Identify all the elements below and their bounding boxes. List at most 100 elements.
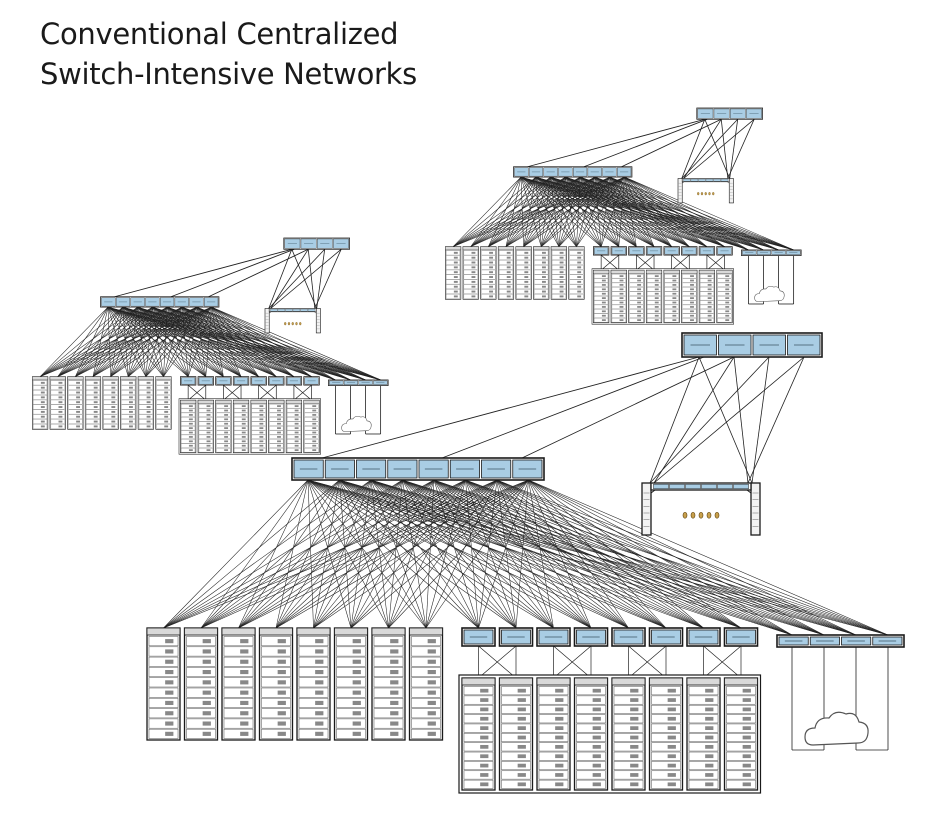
cable-line [505,176,581,247]
server-rack [180,399,197,454]
cable-line [275,479,435,629]
cable-line [523,176,566,247]
cable-line [313,479,498,629]
server-rack [232,399,250,454]
server-rack [686,677,721,791]
server-rack [268,399,285,454]
edge-switch [776,634,905,648]
server-rack [515,246,532,300]
cable-line [505,176,611,247]
cable-line [733,356,749,484]
cable-line [57,306,138,377]
cable-line [452,176,596,247]
cable-line [505,176,596,247]
cable-line [624,176,794,251]
cable-line [57,306,153,377]
cable-line [163,307,183,377]
cable-line [238,479,498,629]
cable-line [145,306,212,377]
cable-line [196,306,224,377]
cable-line [57,306,197,377]
cable-line [350,479,466,629]
top-switch [681,332,823,358]
cable-line [293,384,312,401]
cable-line [624,176,672,247]
cable-line [441,356,705,459]
server-rack [628,269,645,324]
cable-line [488,176,581,247]
cable-line [521,356,735,459]
cable-line [163,306,198,377]
cable-line [92,306,212,377]
server-rack [67,376,84,430]
cable-line [488,176,537,247]
cable-line [75,306,197,377]
tor-switch [648,627,684,647]
cable-line [75,306,168,377]
cable-line [350,479,372,629]
cable-line [268,249,325,309]
cable-line [163,306,212,377]
cable-line [170,248,295,298]
cable-line [238,479,340,629]
cable-line [496,479,629,629]
server-rack [408,627,444,741]
server-rack [536,677,571,791]
cable-line [528,479,889,636]
cable-line [628,645,667,679]
cable-line [425,479,466,629]
cable-line [211,306,336,381]
cable-line [703,645,742,679]
cable-line [92,306,183,377]
tor-switch [180,376,197,386]
cable-line [145,307,168,377]
server-rack [250,399,267,454]
cable-line [505,176,566,247]
cable-line [110,306,138,377]
server-rack [462,246,479,300]
cable-line [268,249,293,309]
storage-array [641,482,761,536]
cable-line [433,479,742,629]
cable-line [505,176,625,247]
cable-line [137,306,164,377]
tor-switch [197,376,214,386]
cable-line [39,306,138,377]
cable-line [433,479,793,636]
cable-line [520,176,690,247]
cable-line [528,479,793,636]
cable-line [187,307,198,377]
cable-line [200,479,435,629]
cable-line [291,249,318,309]
cable-line [496,479,667,629]
cloud-icon [341,415,372,432]
cable-line [211,306,312,377]
cable-line [196,306,259,377]
cable-line [200,479,340,629]
cable-line [452,176,581,247]
cable-line [39,306,197,377]
cable-line [223,384,242,401]
cable-line [528,479,742,629]
cable-line [425,479,498,629]
cable-line [75,306,138,377]
cable-line [196,306,295,377]
cable-line [636,254,655,271]
cable-line [515,479,529,629]
cable-line [470,176,566,247]
cable-line [208,248,309,298]
cable-line [57,306,168,377]
tor-switch [628,246,645,256]
cable-line [238,479,372,629]
cable-line [727,119,755,179]
cable-line [187,307,212,377]
server-rack [610,269,627,324]
cable-line [452,176,566,247]
cable-line [558,177,566,247]
cable-line [425,479,435,629]
top-switch [696,107,763,120]
server-rack [215,399,232,454]
cable-line [624,176,708,247]
cable-line [600,254,620,271]
